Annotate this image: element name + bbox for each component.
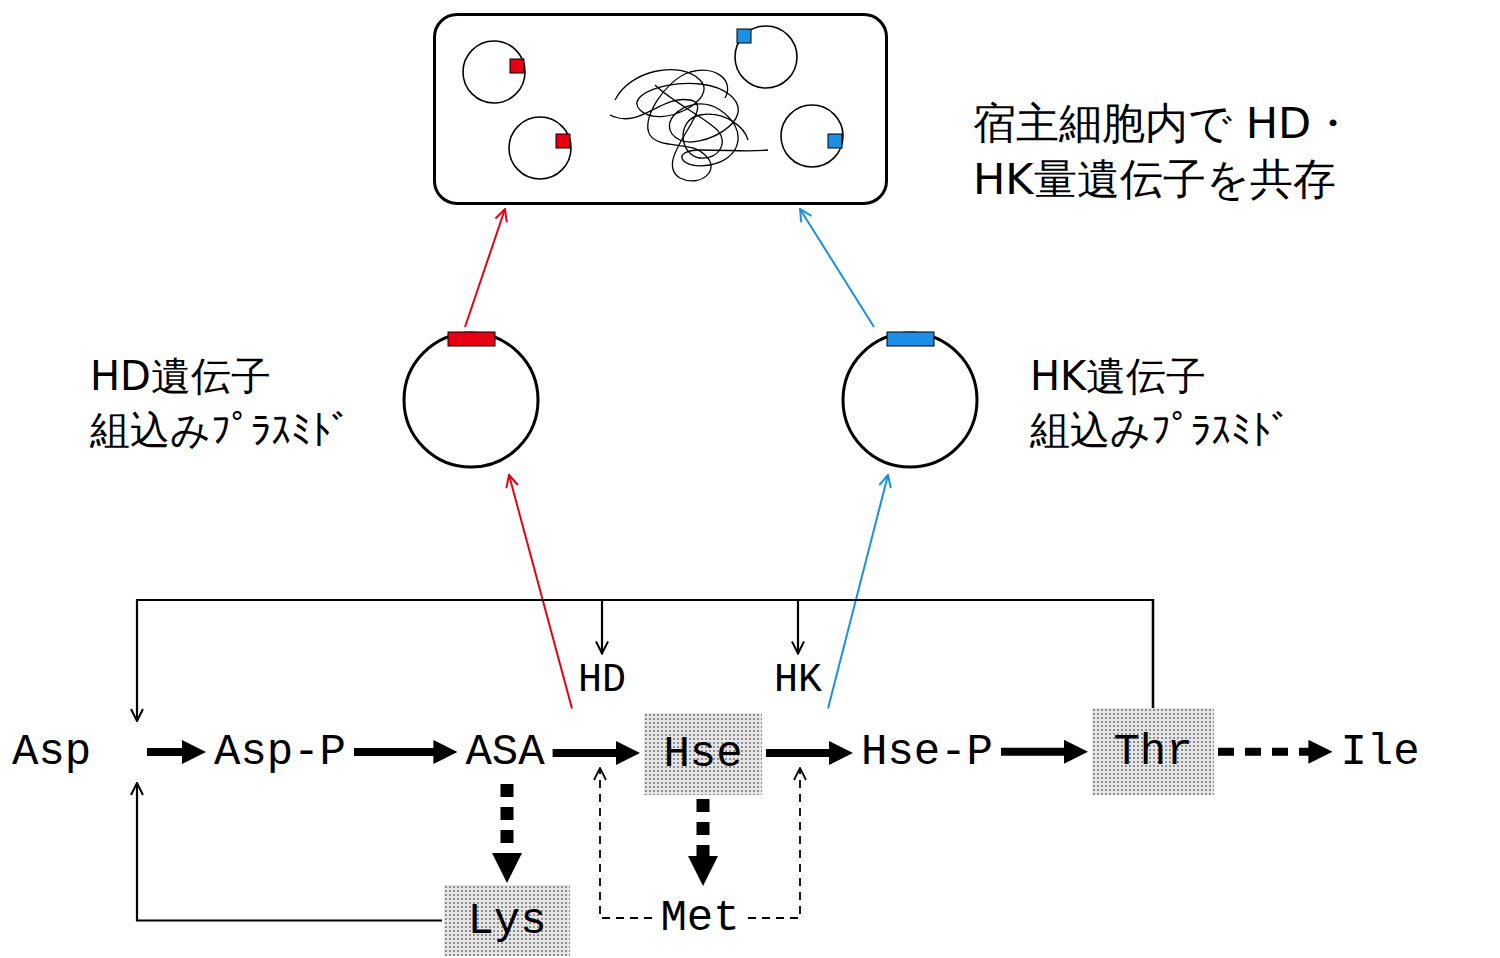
connector-arrow bbox=[465, 209, 505, 327]
hk-plasmid: HK遺伝子 組込みﾌﾟﾗｽﾐﾄﾞ bbox=[841, 331, 979, 469]
node-label: Lys bbox=[467, 899, 546, 943]
plasmid-label: HK遺伝子 組込みﾌﾟﾗｽﾐﾄﾞ bbox=[1030, 349, 1360, 457]
metabolite: Met bbox=[656, 890, 743, 946]
enzyme-label: HD bbox=[574, 656, 630, 707]
plasmid-outline bbox=[841, 331, 979, 469]
node-label: Asp-P bbox=[214, 730, 346, 774]
host-cell: 宿主細胞内で HD・HK量遺伝子を共存 bbox=[433, 13, 888, 205]
node-label: Ile bbox=[1340, 730, 1419, 774]
dashed-arrow bbox=[501, 784, 514, 865]
plasmid-circle bbox=[463, 41, 525, 103]
node-label: ASA bbox=[465, 730, 544, 774]
reaction-arrow bbox=[1001, 748, 1072, 756]
node-label: HD bbox=[578, 661, 626, 701]
connector-arrow bbox=[800, 209, 874, 327]
node-label: Thr bbox=[1113, 730, 1192, 774]
node-label: HK bbox=[774, 661, 822, 701]
node-label: Hse-P bbox=[861, 730, 993, 774]
chromosome bbox=[610, 70, 768, 181]
cell-caption: 宿主細胞内で HD・HK量遺伝子を共存 bbox=[973, 96, 1500, 208]
metabolite: Hse-P bbox=[857, 724, 997, 780]
metabolite: Ile bbox=[1336, 724, 1423, 780]
connector-arrow bbox=[137, 600, 1153, 721]
amino-acid-box: Thr bbox=[1092, 708, 1214, 795]
reaction-arrow bbox=[553, 749, 624, 757]
hd-plasmid: HD遺伝子 組込みﾌﾟﾗｽﾐﾄﾞ bbox=[402, 331, 540, 469]
plasmid-outline bbox=[402, 331, 540, 469]
connector-arrow bbox=[137, 783, 442, 921]
chromosome-strand bbox=[655, 85, 748, 158]
amino-acid-box: Lys bbox=[444, 885, 570, 956]
node-label: Met bbox=[660, 896, 739, 940]
connector-arrow bbox=[509, 475, 572, 709]
plasmid-circle bbox=[781, 105, 843, 167]
connector-arrow bbox=[828, 475, 888, 709]
plasmid-label: HD遺伝子 組込みﾌﾟﾗｽﾐﾄﾞ bbox=[90, 349, 420, 457]
enzyme-label: HK bbox=[770, 656, 826, 707]
chromosome-strand bbox=[610, 70, 728, 181]
connector-arrow bbox=[798, 600, 1153, 708]
reaction-arrow bbox=[147, 748, 190, 756]
plasmid-circle bbox=[404, 333, 538, 467]
metabolite: Asp-P bbox=[210, 724, 350, 780]
dashed-arrow bbox=[1218, 748, 1316, 756]
reaction-arrow bbox=[354, 748, 441, 756]
gene-insert bbox=[887, 332, 934, 346]
node-label: Asp bbox=[12, 730, 91, 774]
metabolite: ASA bbox=[461, 724, 548, 780]
plasmid-circle bbox=[735, 26, 797, 88]
dashed-arrow bbox=[697, 799, 710, 868]
hd-gene-mark bbox=[556, 134, 570, 148]
reaction-arrow bbox=[766, 749, 837, 757]
node-label: Hse bbox=[663, 732, 742, 776]
connector-arrow bbox=[602, 600, 1153, 708]
hk-gene-mark bbox=[737, 29, 751, 43]
plasmid-circle bbox=[843, 333, 977, 467]
chromosome-strand bbox=[615, 70, 768, 166]
plasmid-in-cell bbox=[463, 26, 843, 179]
amino-acid-box: Hse bbox=[644, 713, 762, 795]
hd-gene-mark bbox=[510, 59, 524, 73]
plasmid-circle bbox=[509, 117, 571, 179]
hk-gene-mark bbox=[828, 134, 842, 148]
metabolite: Asp bbox=[8, 723, 143, 781]
gene-insert bbox=[448, 332, 495, 346]
